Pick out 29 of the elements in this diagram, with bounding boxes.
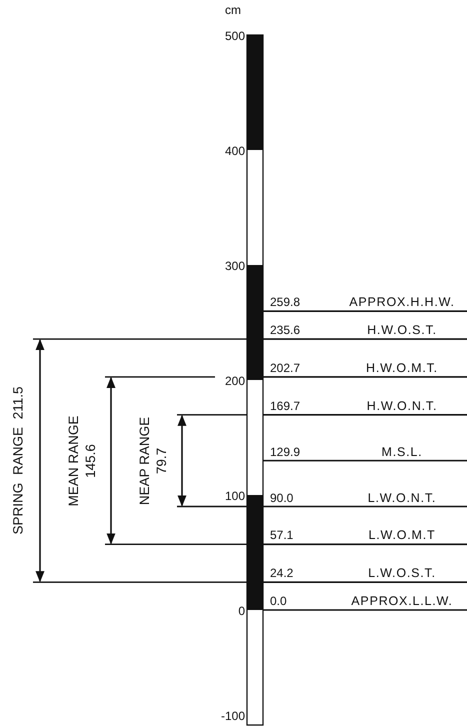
range-label: SPRING RANGE 211.5 — [10, 386, 26, 537]
level-name: H.W.O.M.T. — [365, 360, 439, 375]
level-name: L.W.O.S.T. — [367, 566, 437, 580]
scale-number: 100 — [224, 489, 245, 503]
level-name: H.W.O.S.T. — [366, 323, 438, 338]
scale-number: 400 — [224, 144, 245, 158]
scale-number: 0 — [238, 604, 245, 618]
unit-label: cm — [225, 3, 241, 17]
level-value: 169.7 — [270, 398, 300, 413]
scale-number: 200 — [224, 374, 245, 388]
level-value: 90.0 — [270, 490, 294, 504]
level-name: APPROX.H.H.W. — [348, 295, 456, 310]
range-label: NEAP RANGE 79.7 — [136, 416, 170, 507]
level-name: H.W.O.N.T. — [366, 398, 438, 413]
level-value: 129.9 — [270, 444, 300, 459]
scale-number: 500 — [224, 29, 245, 43]
level-value: 259.8 — [270, 295, 300, 310]
level-name: L.W.O.N.T. — [366, 490, 438, 504]
scale-number: -100 — [220, 709, 245, 723]
level-name: M.S.L. — [380, 444, 424, 459]
level-value: 202.7 — [270, 360, 300, 375]
level-value: 24.2 — [270, 566, 294, 580]
level-value: 57.1 — [270, 528, 294, 542]
level-value: 235.6 — [270, 323, 300, 338]
range-label: MEAN RANGE 145.6 — [65, 414, 99, 508]
level-name: APPROX.L.L.W. — [350, 594, 454, 608]
level-value: 0.0 — [270, 594, 287, 608]
level-name: L.W.O.M.T — [368, 528, 436, 542]
scale-number: 300 — [224, 259, 245, 273]
